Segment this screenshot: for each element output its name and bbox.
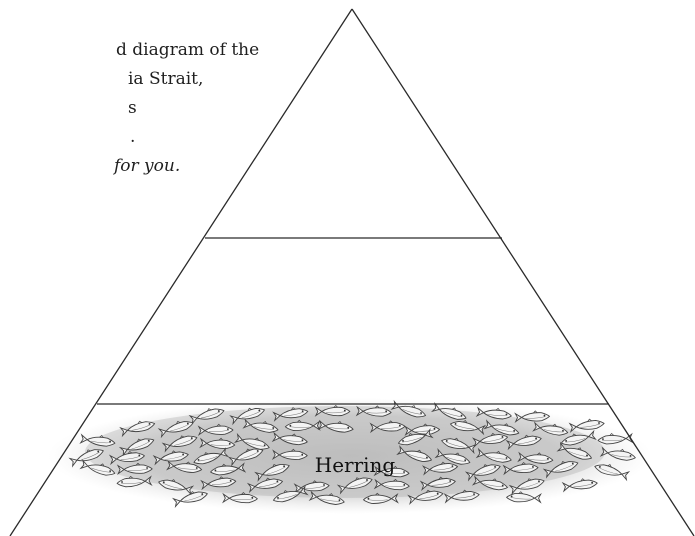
pyramid-base-label: Herring: [305, 453, 405, 477]
